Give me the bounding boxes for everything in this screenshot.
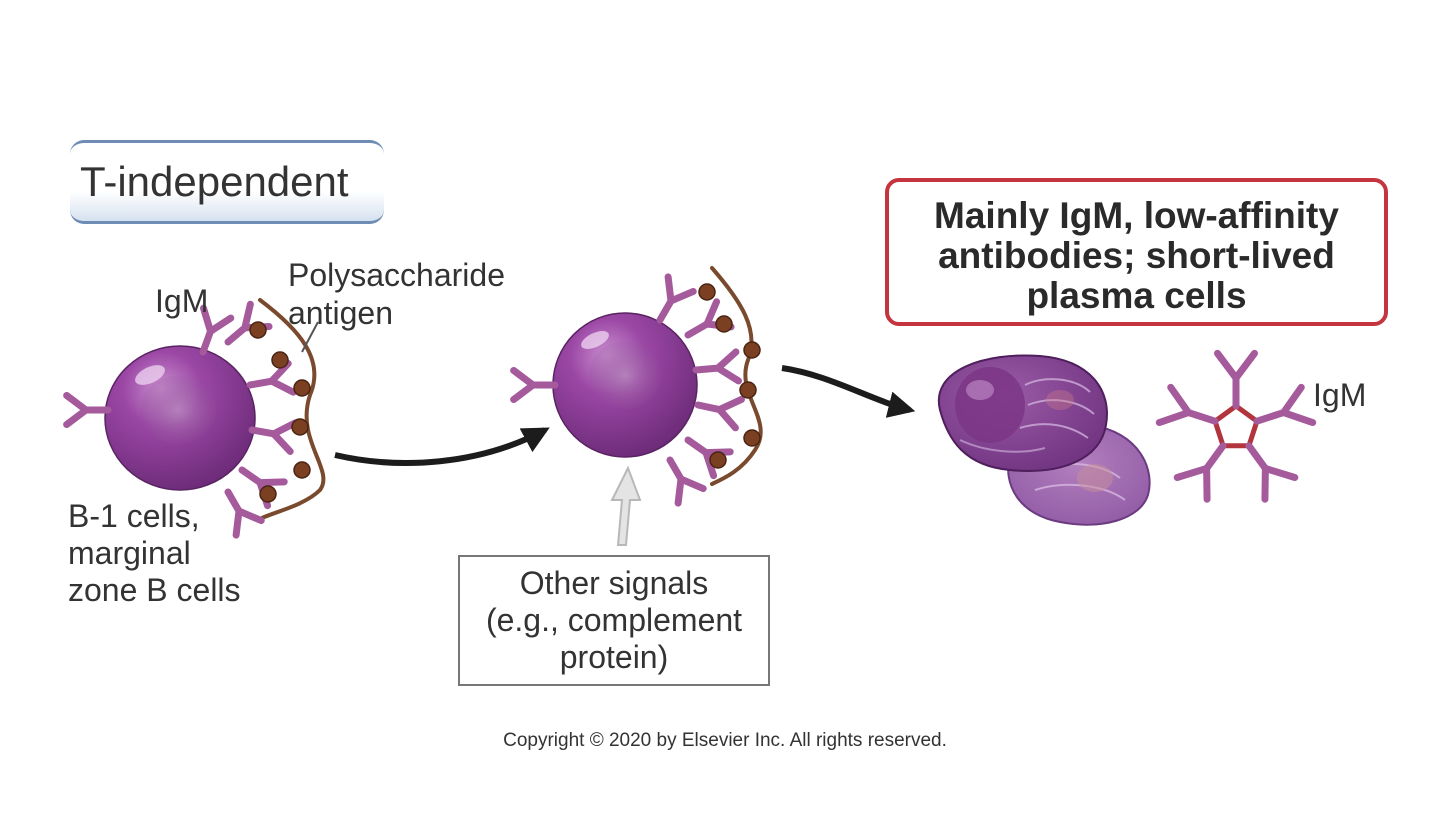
- igm-receptor: [63, 391, 112, 429]
- antigen-bead: [259, 485, 277, 503]
- antigen-bead: [271, 351, 289, 369]
- igm-pentamer-arm: [1155, 383, 1219, 427]
- arrow-to-plasma-cells: [781, 365, 916, 418]
- title-box: T-independent: [70, 140, 384, 224]
- polysaccharide-antigen-left: [258, 298, 326, 520]
- igm-receptor: [666, 456, 707, 507]
- plasma-cell-front: [937, 354, 1108, 472]
- antigen-bead: [715, 315, 733, 333]
- result-line-3: plasma cells: [1026, 275, 1247, 316]
- igm-receptor: [248, 419, 299, 455]
- igm-receptor: [510, 366, 559, 404]
- signals-line-3: protein): [559, 639, 669, 675]
- antigen-bead: [293, 379, 311, 397]
- igm-receptor: [694, 395, 745, 432]
- b-cell-left: [104, 345, 256, 491]
- igm-label-left: IgM: [155, 283, 209, 319]
- other-signals-box: Other signals (e.g., complement protein): [458, 555, 770, 686]
- b-cell-left-nucleus: [140, 376, 216, 444]
- igm-pentamer-core: [1212, 402, 1260, 449]
- result-line-2: antibodies; short-lived: [938, 235, 1335, 276]
- antigen-bead: [249, 321, 267, 339]
- igm-pentamer-arm: [1253, 383, 1317, 427]
- signals-line-2: (e.g., complement: [485, 602, 743, 638]
- antigen-bead: [709, 451, 727, 469]
- antigen-bead: [293, 461, 311, 479]
- b-cells-label-line1: B-1 cells,: [68, 498, 200, 534]
- b-cell-middle: [552, 312, 698, 458]
- copyright-notice: Copyright © 2020 by Elsevier Inc. All ri…: [503, 730, 947, 751]
- b-cells-label-line3: zone B cells: [68, 572, 241, 608]
- other-signals-arrow: [610, 465, 642, 546]
- pointer-line-antigen: [301, 321, 319, 353]
- antigen-label-line1: Polysaccharide: [288, 257, 505, 293]
- result-box: Mainly IgM, low-affinity antibodies; sho…: [885, 178, 1388, 326]
- igm-label-right: IgM: [1313, 377, 1367, 413]
- igm-receptor: [238, 466, 288, 510]
- igm-pentamer-arm: [1173, 442, 1227, 503]
- igm-receptor: [692, 348, 742, 385]
- antigen-bead: [743, 341, 761, 359]
- page-title: T-independent: [80, 158, 349, 205]
- arrow-to-activated-cell: [334, 427, 550, 466]
- igm-receptor: [199, 304, 235, 356]
- igm-pentamer: [1155, 349, 1317, 503]
- b-cell-left-highlight: [135, 365, 165, 385]
- b-cells-label-line2: marginal: [68, 535, 191, 571]
- b-cell-middle-nucleus: [589, 341, 661, 409]
- igm-pentamer-arm: [1214, 349, 1258, 410]
- signals-line-1: Other signals: [519, 565, 709, 601]
- igm-receptor: [246, 360, 297, 396]
- igm-pentamer-arm: [1245, 442, 1299, 503]
- igm-receptor: [656, 273, 697, 324]
- igm-receptor: [224, 488, 265, 539]
- antigen-label-line2: antigen: [288, 295, 393, 331]
- antigen-bead: [698, 283, 716, 301]
- antigen-bead: [291, 418, 309, 436]
- result-line-1: Mainly IgM, low-affinity: [934, 195, 1339, 236]
- antigen-bead: [743, 429, 761, 447]
- b-cell-middle-highlight: [581, 331, 609, 349]
- igm-receptor: [684, 436, 734, 480]
- antigen-beads: [249, 283, 761, 503]
- antigen-bead: [739, 381, 757, 399]
